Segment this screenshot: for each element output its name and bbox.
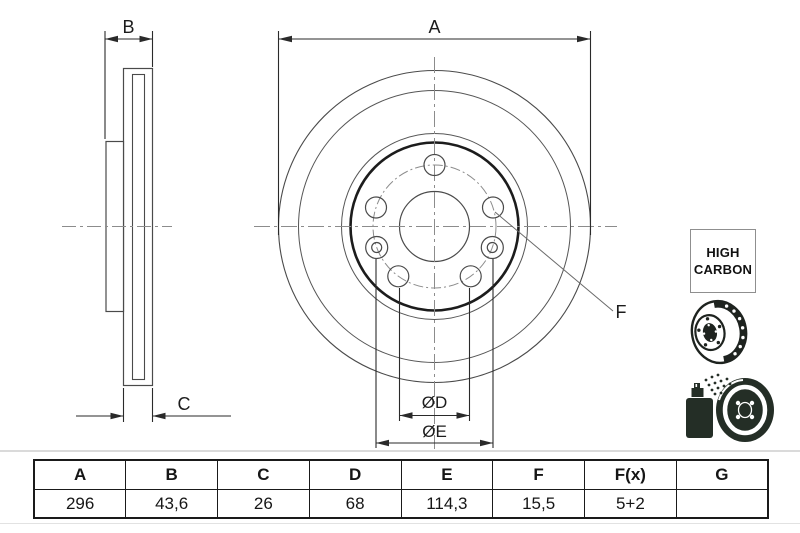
bolt-holes [364, 153, 505, 288]
separator-line [0, 450, 800, 452]
table-value-cell: 43,6 [125, 489, 218, 519]
table-header-cell: F(x) [584, 459, 677, 490]
arrowhead [577, 35, 591, 43]
drawing-canvas: B C [62, 17, 627, 449]
table-value-cell: 296 [33, 489, 127, 519]
dimension-label-d: ØD [422, 393, 448, 412]
arrowhead [376, 439, 389, 447]
side-view: B C [62, 17, 231, 422]
arrowhead [110, 412, 124, 420]
dimension-label-e: ØE [422, 422, 447, 441]
table-value-row: 296 43,6 26 68 114,3 15,5 5+2 [33, 489, 769, 519]
dimensions-table: A B C D E F F(x) G 296 43,6 26 68 114,3 … [33, 459, 769, 519]
arrowhead [399, 412, 413, 419]
dimension-label-c: C [178, 394, 191, 414]
table-header-cell: B [125, 459, 218, 490]
dimension-a [277, 31, 592, 235]
arrowhead [456, 412, 470, 419]
leader-line-f [494, 211, 614, 312]
spray-coated-disc-icon [686, 373, 774, 442]
table-header-row: A B C D E F F(x) G [33, 459, 769, 490]
table-value-cell: 68 [308, 489, 402, 519]
front-view: A ØD ØE F [254, 17, 627, 449]
table-value-cell: 114,3 [400, 489, 494, 519]
arrowhead [139, 35, 153, 43]
table-value-cell: 26 [217, 489, 310, 519]
table-header-cell: G [675, 459, 769, 490]
arrowhead [480, 439, 493, 447]
table-value-cell: 15,5 [492, 489, 585, 519]
table-header-cell: D [308, 459, 402, 490]
dimension-label-a: A [428, 17, 440, 37]
high-carbon-badge: HIGH CARBON [690, 229, 756, 293]
badge-line2: CARBON [693, 262, 753, 277]
arrowhead [278, 35, 292, 43]
separator-line [0, 523, 800, 524]
arrowhead [105, 35, 118, 43]
pin-holes [365, 235, 504, 260]
dimension-c [76, 388, 231, 422]
table-header-cell: A [33, 459, 127, 490]
table-header-cell: F [492, 459, 585, 490]
arrowhead [152, 412, 166, 420]
vented-disc-icon [690, 299, 748, 365]
table-header-cell: C [217, 459, 310, 490]
dimension-label-b: B [122, 17, 134, 37]
badge-line1: HIGH [706, 245, 740, 260]
dimension-label-f: F [616, 302, 627, 322]
dimension-e [375, 259, 494, 448]
table-value-cell: 5+2 [584, 489, 677, 519]
table-value-cell [675, 489, 769, 519]
spray-dots [704, 373, 732, 396]
table-header-cell: E [400, 459, 494, 490]
